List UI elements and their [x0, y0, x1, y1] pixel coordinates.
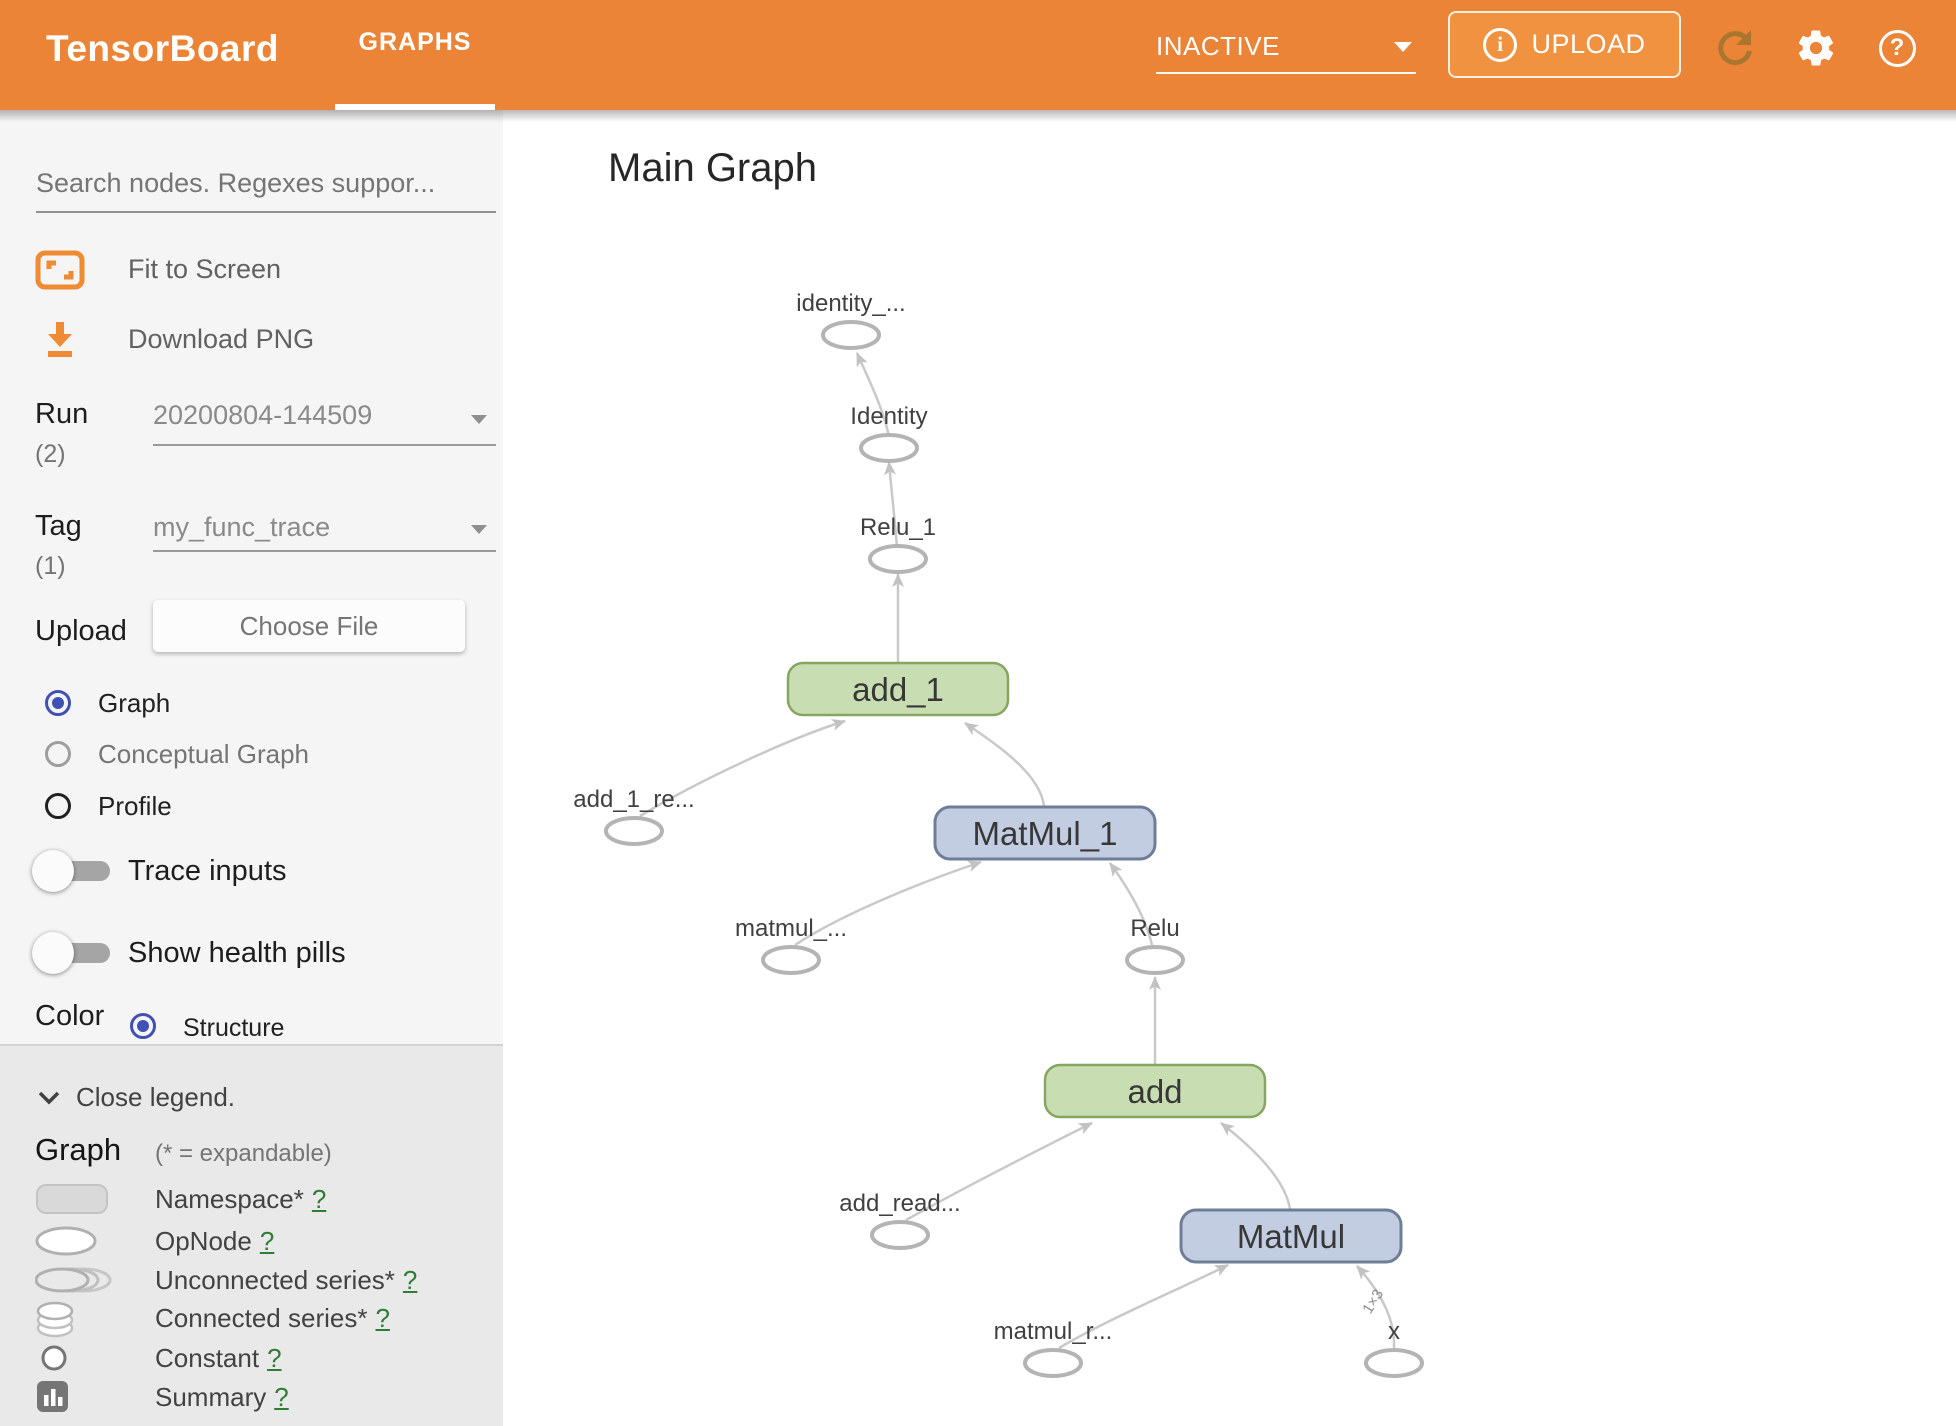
- upload-button[interactable]: i UPLOAD: [1448, 11, 1681, 78]
- legend-item-label: OpNode: [155, 1225, 252, 1256]
- refresh-icon: [1718, 30, 1752, 66]
- settings-button[interactable]: [1794, 26, 1838, 70]
- legend-item-label: Unconnected series*: [155, 1264, 395, 1295]
- legend-item-connected-series: Connected series*?: [35, 1298, 503, 1338]
- close-legend-button[interactable]: Close legend.: [38, 1082, 235, 1113]
- legend-item-constant: Constant?: [35, 1338, 503, 1378]
- legend-help-link[interactable]: ?: [375, 1302, 390, 1333]
- sidebar: Fit to Screen Download PNG Run (2) 20200…: [0, 110, 503, 1426]
- view-option-label: Graph: [98, 687, 171, 718]
- tab-graphs[interactable]: GRAPHS: [358, 28, 472, 56]
- tag-dropdown[interactable]: my_func_trace: [153, 512, 331, 542]
- refresh-button[interactable]: [1713, 26, 1757, 70]
- legend-help-link[interactable]: ?: [259, 1225, 275, 1256]
- fit-to-screen-button[interactable]: Fit to Screen: [0, 250, 503, 294]
- page-title: Main Graph: [608, 146, 817, 190]
- toggle-label: Trace inputs: [128, 855, 287, 887]
- info-icon: i: [1483, 27, 1518, 62]
- tag-dropdown-caret-icon[interactable]: [471, 525, 487, 534]
- fit-to-screen-label: Fit to Screen: [128, 254, 282, 284]
- color-structure-radio[interactable]: [130, 1013, 156, 1039]
- legend-item-label: Namespace*: [155, 1183, 304, 1214]
- search-input[interactable]: [36, 168, 496, 213]
- connected-series-swatch-icon: [35, 1296, 155, 1340]
- legend-note: (* = expandable): [155, 1140, 332, 1167]
- app-title: TensorBoard: [46, 28, 280, 69]
- view-option-label: Conceptual Graph: [98, 738, 310, 769]
- namespace-swatch-icon: [35, 1181, 155, 1217]
- download-png-button[interactable]: Download PNG: [0, 320, 503, 364]
- unconnected-series-swatch-icon: [35, 1262, 155, 1298]
- gear-icon: [1798, 30, 1834, 66]
- main-graph-panel: Main Graph: [503, 110, 1956, 1426]
- run-label: Run: [35, 398, 89, 430]
- legend-item-summary: Summary?: [35, 1377, 503, 1417]
- graph-legend: Close legend. Graph (* = expandable) Nam…: [0, 1046, 503, 1426]
- summary-swatch-icon: [35, 1379, 155, 1415]
- legend-item-label: Constant: [155, 1342, 260, 1373]
- choose-file-button[interactable]: Choose File: [153, 600, 465, 652]
- legend-item-unconnected-series: Unconnected series*?: [35, 1260, 503, 1300]
- upload-button-label: UPLOAD: [1531, 29, 1646, 59]
- app-header: TensorBoard GRAPHS INACTIVE i UPLOAD ?: [0, 0, 1956, 110]
- view-option-conceptual-graph[interactable]: Conceptual Graph: [0, 737, 503, 771]
- color-structure-label: Structure: [183, 1014, 285, 1042]
- tag-label: Tag: [35, 510, 82, 542]
- fit-to-screen-icon: [35, 250, 85, 290]
- radio-icon[interactable]: [45, 690, 71, 716]
- download-icon: [44, 320, 94, 360]
- chevron-down-icon: [38, 1091, 60, 1104]
- legend-item-label: Connected series*: [155, 1302, 368, 1333]
- legend-heading: Graph: [35, 1132, 122, 1167]
- tag-count: (1): [35, 552, 66, 580]
- view-option-profile[interactable]: Profile: [0, 789, 503, 823]
- upload-label: Upload: [35, 615, 127, 647]
- legend-help-link[interactable]: ?: [402, 1264, 418, 1295]
- radio-icon[interactable]: [45, 793, 71, 819]
- help-button[interactable]: ?: [1875, 26, 1919, 70]
- view-option-label: Profile: [98, 790, 172, 821]
- toggle-label: Show health pills: [128, 937, 346, 969]
- toggle-knob[interactable]: [32, 932, 74, 974]
- status-dropdown[interactable]: INACTIVE: [1156, 26, 1416, 74]
- run-dropdown-caret-icon[interactable]: [471, 415, 487, 424]
- chevron-down-icon: [1394, 42, 1412, 52]
- run-dropdown[interactable]: 20200804-144509: [153, 400, 373, 430]
- toggle-knob[interactable]: [32, 850, 74, 892]
- legend-help-link[interactable]: ?: [274, 1381, 289, 1412]
- download-png-label: Download PNG: [128, 324, 315, 354]
- run-count: (2): [35, 440, 66, 468]
- legend-help-link[interactable]: ?: [311, 1183, 327, 1214]
- legend-help-link[interactable]: ?: [267, 1342, 282, 1373]
- legend-item-namespace: Namespace*?: [35, 1179, 503, 1219]
- view-option-graph[interactable]: Graph: [0, 686, 503, 720]
- tab-active-underline: [335, 104, 495, 110]
- legend-item-opnode: OpNode?: [35, 1221, 503, 1261]
- toggle-show-health-pills[interactable]: Show health pills: [0, 931, 503, 975]
- status-dropdown-value: INACTIVE: [1156, 31, 1280, 61]
- help-icon: ?: [1878, 29, 1916, 67]
- radio-icon[interactable]: [45, 741, 71, 767]
- color-label: Color: [35, 1000, 105, 1032]
- run-dropdown-underline: [153, 444, 496, 446]
- toggle-trace-inputs[interactable]: Trace inputs: [0, 849, 503, 893]
- close-legend-label: Close legend.: [76, 1082, 235, 1112]
- opnode-swatch-icon: [35, 1223, 155, 1259]
- sidebar-divider: [0, 1044, 503, 1046]
- constant-swatch-icon: [35, 1340, 155, 1376]
- legend-item-label: Summary: [155, 1381, 267, 1412]
- tag-dropdown-underline: [153, 550, 496, 552]
